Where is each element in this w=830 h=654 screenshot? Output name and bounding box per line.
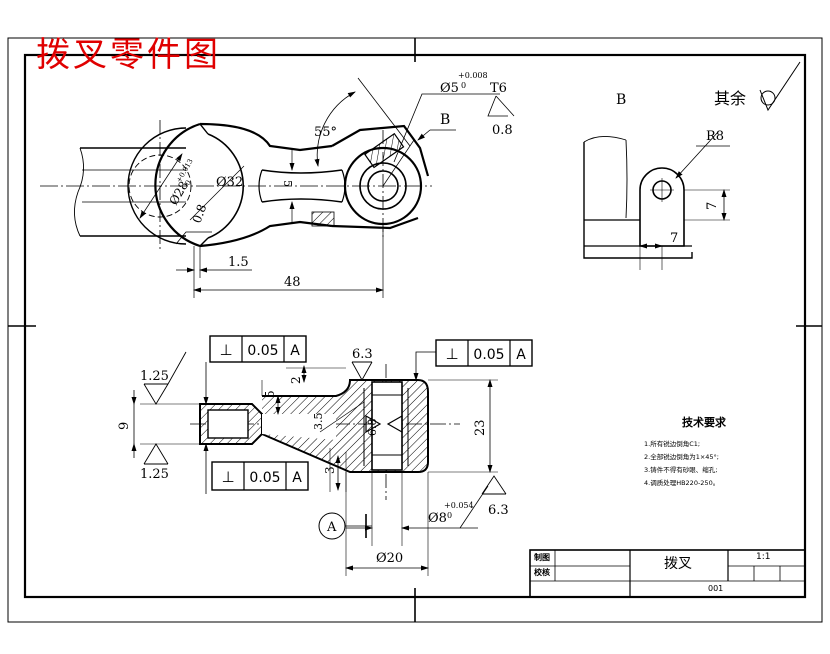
detail-x-text: 7 [670,231,678,246]
rough-bottom-left-text: 1.25 [140,467,169,482]
hole-tol-lower: 0 [461,81,466,90]
dim-3-text: 3 [323,466,337,474]
rough-top-left-text: 1.25 [140,369,169,384]
drawing-title: 拨叉零件图 [36,35,221,75]
top-view [40,77,515,298]
dim-5-text: 5 [263,390,277,398]
pin-tol-lower: 0 [447,511,452,520]
chamfer-text: 1.5 [228,255,249,270]
surface-note-text: 其余 [714,89,746,108]
inner-frame [23,53,807,599]
bore-tol-lower: 0 [184,179,193,187]
made-by-label: 制图 [534,553,550,562]
tolerance-symbol-3: ⊥ [221,468,234,486]
tech-requirement-item: 2.全部锐边倒角为1×45°; [644,453,719,461]
pin-dia-text: Ø8 [428,511,447,526]
dim-2-text: 2 [289,376,303,384]
tolerance-frame-1: ⊥ 0.05 A [209,335,307,363]
part-name: 拨叉 [664,556,692,572]
hole-grade-text: T6 [490,81,507,96]
tolerance-value-3: 0.05 [249,470,280,486]
dim-3-5-text: 3.5 [312,413,325,431]
tolerance-value-2: 0.05 [473,347,504,363]
section-ref-label: A [326,520,337,535]
dim-6-8-text: 6.8 [366,419,379,437]
tech-requirements: 技术要求 1.所有锐边倒角C1; 2.全部锐边倒角为1×45°; 3.铸件不得有… [644,414,764,490]
centering-marks [8,38,822,622]
detail-view-label: B [616,92,626,108]
tolerance-datum-1: A [290,343,300,359]
tech-requirement-item: 4.调质处理HB220-250。 [644,479,720,487]
title-block [529,549,806,598]
tolerance-frame-2: ⊥ 0.05 A [435,339,533,367]
detail-view-b [583,61,801,270]
web-width-text: 5 [281,180,294,187]
tolerance-datum-3: A [292,470,302,486]
tolerance-value-1: 0.05 [247,343,278,359]
bore-roughness-text: 0.8 [190,202,210,225]
length-text: 48 [284,275,301,290]
height-right-text: 23 [473,419,488,436]
section-view [131,351,507,576]
tolerance-frame-3: ⊥ 0.05 A [211,461,309,491]
tolerance-symbol-1: ⊥ [219,341,232,359]
detail-y-text: 7 [705,202,720,210]
hole-tol-upper: +0.008 [458,71,488,80]
outer-frame [7,37,823,623]
detail-radius-text: R8 [706,129,724,144]
hole-dia-text: Ø5 [440,81,459,96]
tolerance-symbol-2: ⊥ [445,345,458,363]
pin-roughness-text: 6.3 [488,503,509,518]
tech-requirement-item: 3.铸件不得有砂眼、缩孔; [644,466,718,474]
pin-tol-upper: +0.054 [444,501,474,510]
tolerance-datum-2: A [516,347,526,363]
hole-roughness-text: 0.8 [492,123,513,138]
tech-requirement-item: 1.所有锐边倒角C1; [644,440,701,448]
rough-top-mid-text: 6.3 [352,347,373,362]
scale-text: 1:1 [756,552,771,562]
outer-dia-text: Ø32 [216,175,243,190]
drawing-number: 001 [708,584,724,593]
checked-by-label: 校核 [534,568,550,577]
hub-dia-text: Ø20 [376,551,403,566]
pointer-b-label: B [440,112,450,128]
height-left-text: 9 [117,422,132,430]
angle-text: 55° [314,125,337,140]
tech-requirements-title: 技术要求 [682,416,726,429]
